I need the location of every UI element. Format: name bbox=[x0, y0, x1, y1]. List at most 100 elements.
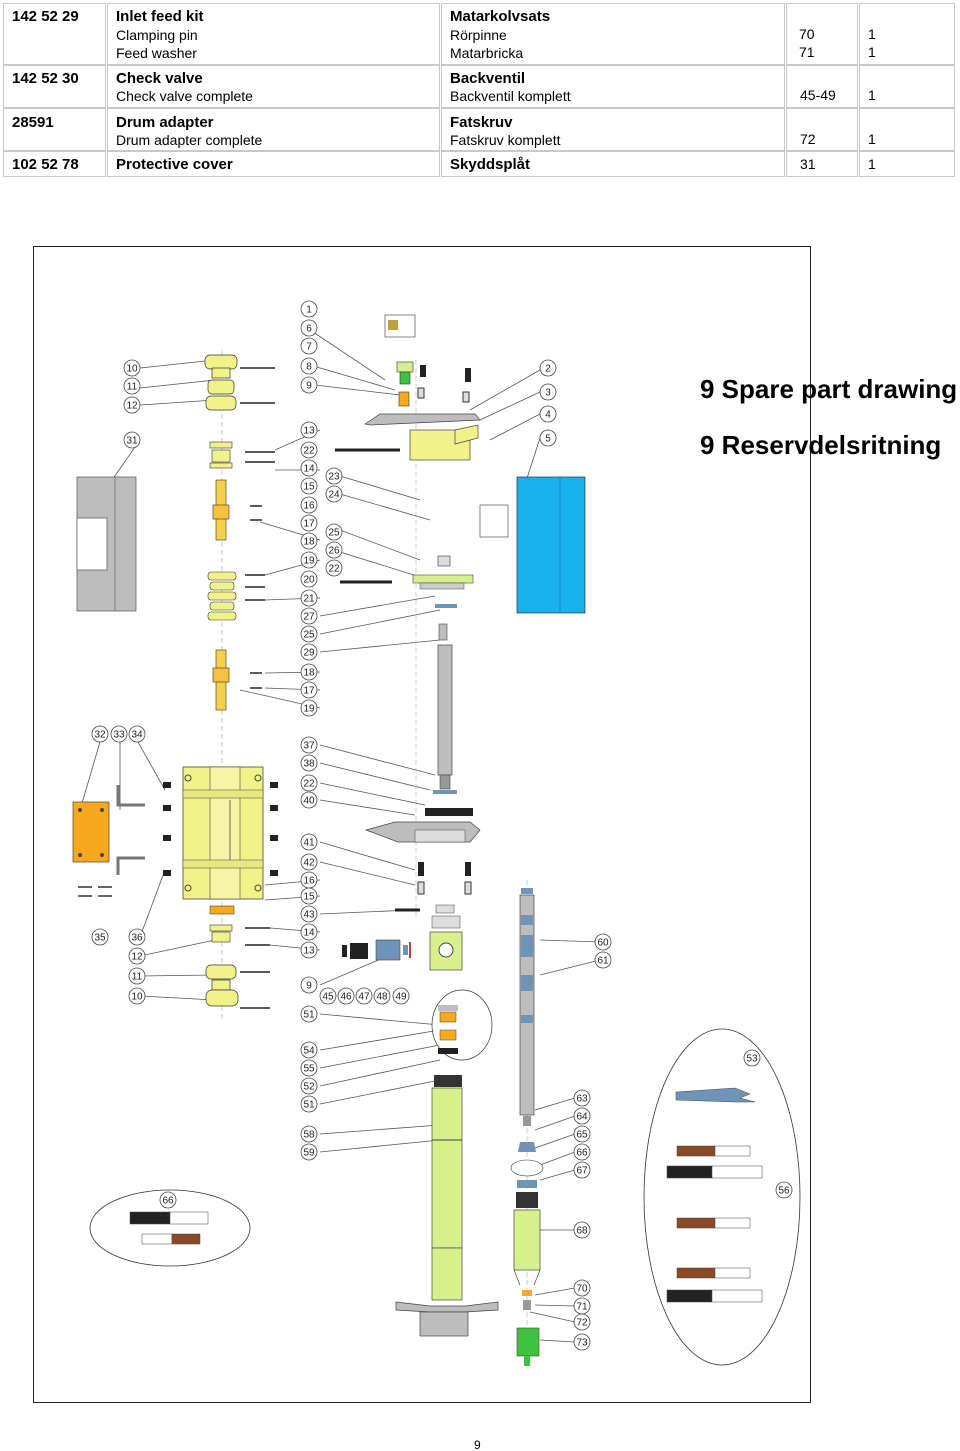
svg-text:22: 22 bbox=[328, 564, 340, 575]
callout-3: 3 bbox=[539, 383, 557, 401]
part-number: 142 52 30 bbox=[12, 70, 79, 87]
callout-51: 51 bbox=[300, 1095, 318, 1113]
callout-10: 10 bbox=[128, 987, 146, 1005]
callout-4: 4 bbox=[539, 405, 557, 423]
callout-66: 66 bbox=[573, 1143, 591, 1161]
detail-view-seals-small bbox=[89, 1189, 251, 1267]
svg-text:36: 36 bbox=[131, 933, 143, 944]
svg-text:19: 19 bbox=[303, 704, 315, 715]
quantity: 1 bbox=[868, 131, 876, 147]
part-name-en: Inlet feed kit bbox=[116, 8, 204, 25]
callout-26: 26 bbox=[325, 541, 343, 559]
part-number: 28591 bbox=[12, 114, 54, 131]
part-name-sv: Matarkolvsats bbox=[450, 8, 551, 25]
callout-38: 38 bbox=[300, 754, 318, 772]
callout-17: 17 bbox=[300, 514, 318, 532]
callout-22: 22 bbox=[300, 441, 318, 459]
svg-text:20: 20 bbox=[303, 575, 315, 586]
svg-text:5: 5 bbox=[545, 434, 551, 445]
callout-59: 59 bbox=[300, 1143, 318, 1161]
callout-13: 13 bbox=[300, 941, 318, 959]
callout-11: 11 bbox=[123, 377, 141, 395]
callout-47: 47 bbox=[355, 987, 373, 1005]
callout-61: 61 bbox=[594, 951, 612, 969]
svg-text:19: 19 bbox=[303, 556, 315, 567]
callout-29: 29 bbox=[300, 643, 318, 661]
callout-1: 1 bbox=[300, 300, 318, 318]
svg-text:15: 15 bbox=[303, 482, 315, 493]
callout-16: 16 bbox=[300, 496, 318, 514]
svg-text:61: 61 bbox=[597, 956, 609, 967]
callout-42: 42 bbox=[300, 853, 318, 871]
quantity-cell: 1 bbox=[859, 65, 955, 108]
callout-33: 33 bbox=[110, 725, 128, 743]
cover-panel bbox=[516, 476, 586, 614]
svg-text:25: 25 bbox=[328, 528, 340, 539]
callout-31: 31 bbox=[123, 431, 141, 449]
callout-12: 12 bbox=[123, 396, 141, 414]
callout-58: 58 bbox=[300, 1125, 318, 1143]
svg-text:22: 22 bbox=[303, 446, 315, 457]
callout-5: 5 bbox=[539, 429, 557, 447]
svg-text:21: 21 bbox=[303, 594, 315, 605]
callout-20: 20 bbox=[300, 570, 318, 588]
callout-8: 8 bbox=[300, 357, 318, 375]
svg-text:9: 9 bbox=[306, 981, 312, 992]
callout-73: 73 bbox=[573, 1333, 591, 1351]
svg-text:25: 25 bbox=[303, 630, 315, 641]
callout-2: 2 bbox=[539, 359, 557, 377]
callout-25: 25 bbox=[325, 523, 343, 541]
part-name-en: Drum adapter bbox=[116, 114, 214, 131]
position-cell: 45-49 bbox=[786, 65, 858, 108]
quantity: 1 bbox=[868, 156, 876, 172]
svg-text:65: 65 bbox=[576, 1130, 588, 1141]
callout-54: 54 bbox=[300, 1041, 318, 1059]
position-cell: 70 71 bbox=[786, 3, 858, 65]
svg-text:54: 54 bbox=[303, 1046, 315, 1057]
drawing-title-sv: 9 Reservdelsritning bbox=[700, 430, 942, 460]
part-number-cell: 102 52 78 bbox=[3, 151, 106, 177]
part-subname-sv: Matarbricka bbox=[450, 45, 524, 61]
position-cell: 31 bbox=[786, 151, 858, 177]
svg-text:16: 16 bbox=[303, 876, 315, 887]
part-subname-sv: Backventil komplett bbox=[450, 88, 571, 104]
callout-64: 64 bbox=[573, 1107, 591, 1125]
callout-15: 15 bbox=[300, 887, 318, 905]
svg-text:16: 16 bbox=[303, 501, 315, 512]
position-number: 71 bbox=[799, 44, 815, 60]
quantity: 1 bbox=[868, 44, 876, 60]
table-row: 142 52 30 Check valve Check valve comple… bbox=[3, 65, 955, 108]
svg-text:46: 46 bbox=[340, 992, 352, 1003]
svg-text:51: 51 bbox=[303, 1010, 315, 1021]
quantity-cell: 1 1 bbox=[859, 3, 955, 65]
callout-55: 55 bbox=[300, 1059, 318, 1077]
svg-text:37: 37 bbox=[303, 741, 315, 752]
svg-text:38: 38 bbox=[303, 759, 315, 770]
callout-11: 11 bbox=[128, 967, 146, 985]
svg-text:60: 60 bbox=[597, 938, 609, 949]
svg-text:7: 7 bbox=[306, 342, 312, 353]
svg-text:34: 34 bbox=[131, 730, 143, 741]
svg-text:10: 10 bbox=[131, 992, 143, 1003]
quantity-cell: 1 bbox=[859, 151, 955, 177]
svg-text:31: 31 bbox=[126, 436, 138, 447]
pump-body bbox=[182, 766, 264, 900]
svg-text:64: 64 bbox=[576, 1112, 588, 1123]
callout-12: 12 bbox=[128, 947, 146, 965]
callout-14: 14 bbox=[300, 459, 318, 477]
part-name-sv: Fatskruv bbox=[450, 114, 513, 131]
svg-text:6: 6 bbox=[306, 324, 312, 335]
callout-72: 72 bbox=[573, 1313, 591, 1331]
svg-text:18: 18 bbox=[303, 537, 315, 548]
svg-text:41: 41 bbox=[303, 838, 315, 849]
svg-text:68: 68 bbox=[576, 1226, 588, 1237]
part-subname-en: Clamping pin bbox=[116, 27, 198, 43]
part-subname-en: Drum adapter complete bbox=[116, 132, 263, 148]
svg-text:32: 32 bbox=[94, 730, 106, 741]
english-name-cell: Check valve Check valve complete bbox=[107, 65, 440, 108]
svg-text:42: 42 bbox=[303, 858, 315, 869]
seal-part bbox=[204, 354, 238, 370]
callout-21: 21 bbox=[300, 589, 318, 607]
part-name-sv: Skyddsplåt bbox=[450, 156, 531, 173]
svg-text:59: 59 bbox=[303, 1148, 315, 1159]
